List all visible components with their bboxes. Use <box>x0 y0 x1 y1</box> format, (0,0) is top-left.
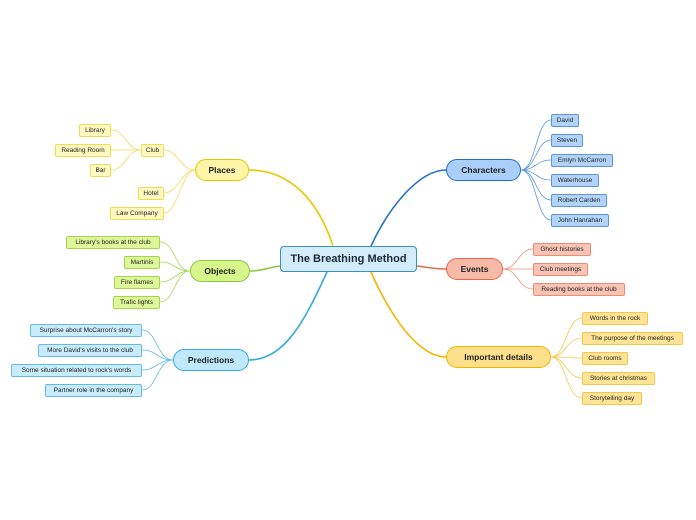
topic-important-details[interactable]: Important details <box>446 346 551 368</box>
subtopic-reading-books-club[interactable]: Reading books at the club <box>533 283 625 296</box>
subtopic-steven[interactable]: Steven <box>551 134 583 147</box>
subtopic-words-in-rock[interactable]: Words in the rock <box>582 312 648 325</box>
connector-characters <box>370 169 447 247</box>
subtopic-emlyn-mccarron[interactable]: Emlyn McCarron <box>551 154 613 167</box>
topic-events[interactable]: Events <box>446 258 503 280</box>
subtopic-reading-room[interactable]: Reading Room <box>55 144 111 157</box>
subtopic-partner-role[interactable]: Partner role in the company <box>45 384 142 397</box>
subtopic-robert-carden[interactable]: Robert Carden <box>551 194 607 207</box>
subtopic-purpose-meetings[interactable]: The purpose of the meetings <box>582 332 683 345</box>
subtopic-waterhouse[interactable]: Waterhouse <box>551 174 599 187</box>
subtopic-trafic-lights[interactable]: Trafic lights <box>113 296 160 309</box>
subtopic-library[interactable]: Library <box>79 124 111 137</box>
subtopic-ghost-histories[interactable]: Ghost histories <box>533 243 591 256</box>
subtopic-library-books[interactable]: Library's books at the club <box>66 236 160 249</box>
places-subconnectors <box>110 129 196 214</box>
subtopic-david-visits[interactable]: More David's visits to the club <box>38 344 142 357</box>
connector-places <box>248 169 334 247</box>
subtopic-club-meetings[interactable]: Club meetings <box>533 263 588 276</box>
objects-subconnectors <box>159 241 191 303</box>
subtopic-storytelling-day[interactable]: Storytelling day <box>582 392 642 405</box>
connector-events <box>416 265 447 270</box>
subtopic-surprise-mccarron[interactable]: Surprise about McCarron's story <box>30 324 142 337</box>
topic-club[interactable]: Club <box>141 144 164 157</box>
topic-characters[interactable]: Characters <box>446 159 521 181</box>
subtopic-rock-words-situation[interactable]: Some situation related to rock's words <box>11 364 142 377</box>
important-subconnectors <box>550 317 583 399</box>
topic-objects[interactable]: Objects <box>190 260 250 282</box>
central-topic[interactable]: The Breathing Method <box>280 246 417 272</box>
connector-objects <box>249 265 281 272</box>
subtopic-bar[interactable]: Bar <box>90 164 111 177</box>
subtopic-stories-christmas[interactable]: Stories at christmas <box>582 372 655 385</box>
characters-subconnectors <box>520 119 552 221</box>
subtopic-martinis[interactable]: Martinis <box>124 256 160 269</box>
connector-predictions <box>248 271 328 361</box>
subtopic-david[interactable]: David <box>551 114 579 127</box>
subtopic-law-company[interactable]: Law Company <box>110 207 164 220</box>
subtopic-fire-flames[interactable]: Fire flames <box>114 276 160 289</box>
subtopic-john-hanrahan[interactable]: John Hanrahan <box>551 214 609 227</box>
predictions-subconnectors <box>141 329 174 391</box>
connector-important <box>370 271 447 358</box>
subtopic-hotel[interactable]: Hotel <box>138 187 164 200</box>
subtopic-club-rooms[interactable]: Club rooms <box>582 352 628 365</box>
topic-places[interactable]: Places <box>195 159 249 181</box>
topic-predictions[interactable]: Predictions <box>173 349 249 371</box>
events-subconnectors <box>502 248 534 290</box>
